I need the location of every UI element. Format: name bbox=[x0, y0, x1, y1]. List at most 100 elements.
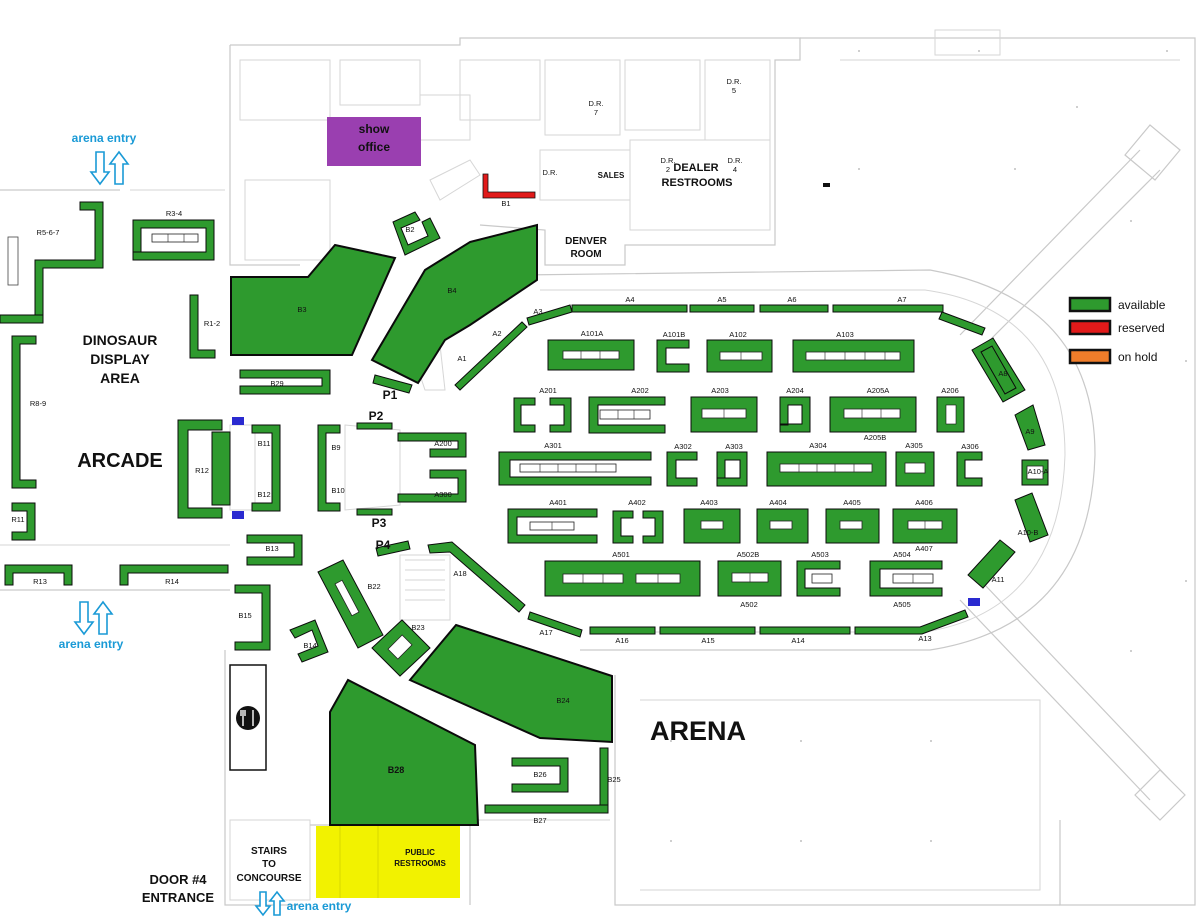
zone-b3[interactable]: B3 bbox=[230, 243, 397, 356]
booth-a300[interactable]: A300 bbox=[397, 469, 467, 503]
booth-b2[interactable]: B2 bbox=[392, 211, 441, 256]
booth-b29[interactable]: B29 bbox=[239, 369, 331, 395]
public-restrooms[interactable]: PUBLIC RESTROOMS bbox=[316, 826, 460, 898]
booth-row-a15[interactable]: A15 bbox=[659, 626, 756, 645]
booth-a3-label: A3 bbox=[533, 307, 542, 316]
arena-entry-s[interactable]: arena entry bbox=[254, 890, 352, 917]
public-restrooms-label-1: PUBLIC bbox=[405, 848, 435, 857]
booth-row-a14[interactable]: A14 bbox=[759, 626, 851, 645]
booth-r12-island[interactable]: R12 bbox=[177, 419, 231, 519]
booth-a202[interactable]: A202 bbox=[588, 386, 666, 434]
booth-a401[interactable]: A401 bbox=[507, 498, 598, 544]
booth-b27[interactable]: B27 bbox=[484, 804, 609, 825]
booth-a304[interactable]: A304 bbox=[766, 441, 887, 487]
booth-b25[interactable]: B25 bbox=[599, 747, 621, 809]
sales-label: SALES bbox=[598, 171, 625, 180]
stage-p2[interactable]: P2 bbox=[356, 409, 393, 430]
legend-reserved: reserved bbox=[1068, 319, 1165, 336]
zone-b4[interactable]: B4 bbox=[370, 223, 538, 385]
booth-b14[interactable]: B14 bbox=[289, 619, 329, 663]
booth-r14[interactable]: R14 bbox=[119, 564, 229, 586]
dr-label-1: D.R. bbox=[589, 99, 604, 108]
booth-row-a16[interactable]: A16 bbox=[589, 626, 656, 645]
dinosaur-label-2: DISPLAY bbox=[90, 351, 150, 367]
booth-r11[interactable]: R11 bbox=[11, 502, 36, 541]
booth-b9-b10[interactable]: B9 B10 bbox=[317, 424, 345, 512]
booth-a10a[interactable]: A10-A bbox=[1021, 459, 1049, 486]
booth-row-a2[interactable]: A2 bbox=[454, 321, 528, 391]
booth-r13-label: R13 bbox=[33, 577, 47, 586]
booth-a102[interactable]: A102 bbox=[706, 330, 773, 373]
arena-entry-sw[interactable]: arena entry bbox=[59, 600, 124, 651]
zone-b24[interactable]: B24 bbox=[408, 623, 613, 744]
booth-b13[interactable]: B13 bbox=[246, 534, 303, 566]
dr-number-5: 5 bbox=[732, 86, 736, 95]
booth-r12-corridor[interactable]: R1-2 bbox=[189, 294, 220, 359]
stage-p3[interactable]: P3 bbox=[356, 508, 393, 530]
stage-p1[interactable]: P1 bbox=[372, 374, 413, 402]
booth-row-a1[interactable]: A1 bbox=[457, 354, 466, 363]
booth-a502b-label: A502B bbox=[737, 550, 760, 559]
booth-a205a[interactable]: A205A A205B bbox=[829, 386, 917, 442]
booth-b26-label: B26 bbox=[533, 770, 546, 779]
booth-row-a8-curve[interactable]: A8 bbox=[938, 311, 1026, 403]
booth-row-a3[interactable]: A3 bbox=[526, 304, 573, 326]
booth-a10b[interactable]: A10-B bbox=[1014, 492, 1049, 543]
up-arrow-icon bbox=[92, 600, 114, 635]
booth-row-a18[interactable]: A18 bbox=[427, 541, 526, 613]
stage-p4[interactable]: P4 bbox=[375, 538, 411, 557]
booth-a302[interactable]: A302 bbox=[666, 442, 698, 487]
show-office[interactable]: show office bbox=[327, 117, 421, 166]
booth-row-a13[interactable]: A13 bbox=[854, 609, 969, 643]
booth-a103[interactable]: A103 bbox=[792, 330, 915, 373]
booth-a502[interactable]: A502B A502 bbox=[717, 550, 782, 609]
booth-a200[interactable]: A200 bbox=[397, 432, 467, 458]
booth-a9[interactable]: A9 bbox=[1014, 404, 1046, 451]
booth-a404[interactable]: A404 bbox=[756, 498, 809, 544]
booth-a101b[interactable]: A101B bbox=[656, 330, 690, 373]
booth-a402[interactable]: A402 bbox=[612, 498, 664, 544]
booth-a301[interactable]: A301 bbox=[498, 441, 652, 486]
arena-entry-nw[interactable]: arena entry bbox=[72, 131, 137, 186]
booth-b25-label: B25 bbox=[607, 775, 620, 784]
booth-a306[interactable]: A306 bbox=[956, 442, 983, 487]
booth-a204[interactable]: A204 bbox=[779, 386, 811, 433]
booth-a203-label: A203 bbox=[711, 386, 729, 395]
booth-r13[interactable]: R13 bbox=[4, 564, 73, 586]
booth-a201[interactable]: A201 bbox=[513, 386, 572, 433]
booth-row-a7[interactable]: A7 bbox=[832, 295, 944, 313]
food-court[interactable] bbox=[229, 664, 267, 771]
booth-b11-b12[interactable]: B11 B12 bbox=[251, 424, 281, 512]
booth-b15[interactable]: B15 bbox=[234, 584, 271, 651]
booth-a504[interactable]: A504 A505 bbox=[869, 550, 943, 609]
zone-b28[interactable]: B28 bbox=[329, 678, 480, 826]
up-arrow-icon bbox=[108, 150, 130, 185]
booth-row-a6[interactable]: A6 bbox=[759, 295, 829, 313]
booth-b23[interactable]: B23 bbox=[371, 619, 431, 677]
booth-r89[interactable]: R8-9 bbox=[11, 335, 46, 489]
show-office-label-2: office bbox=[358, 140, 390, 154]
booth-a11[interactable]: A11 bbox=[967, 539, 1016, 589]
booth-row-a17[interactable]: A17 bbox=[527, 611, 583, 638]
booth-a101a[interactable]: A101A bbox=[547, 329, 635, 371]
booth-row-a4[interactable]: A4 bbox=[571, 295, 688, 313]
booth-a405[interactable]: A405 bbox=[825, 498, 880, 544]
booth-a503[interactable]: A503 bbox=[796, 550, 841, 597]
arena-label: ARENA bbox=[650, 716, 746, 746]
booth-r34[interactable]: R3-4 bbox=[132, 209, 215, 261]
booth-a403[interactable]: A403 bbox=[683, 498, 741, 544]
booth-a6-label: A6 bbox=[787, 295, 796, 304]
booth-b1[interactable]: B1 bbox=[482, 173, 536, 208]
booth-b26[interactable]: B26 bbox=[511, 757, 569, 793]
booth-r567[interactable]: R5-6-7 bbox=[0, 201, 104, 324]
booth-row-a5[interactable]: A5 bbox=[689, 295, 755, 313]
booth-a503-label: A503 bbox=[811, 550, 829, 559]
booth-a303[interactable]: A303 bbox=[716, 442, 748, 487]
booth-a203[interactable]: A203 bbox=[690, 386, 758, 433]
booth-b22[interactable]: B22 bbox=[317, 559, 384, 649]
dealer-restrooms-label-1: DEALER bbox=[673, 162, 718, 174]
booth-a501[interactable]: A501 bbox=[544, 550, 701, 597]
booth-a305[interactable]: A305 bbox=[895, 441, 935, 487]
booth-a406[interactable]: A406 A407 bbox=[892, 498, 958, 553]
booth-a206[interactable]: A206 bbox=[936, 386, 965, 433]
